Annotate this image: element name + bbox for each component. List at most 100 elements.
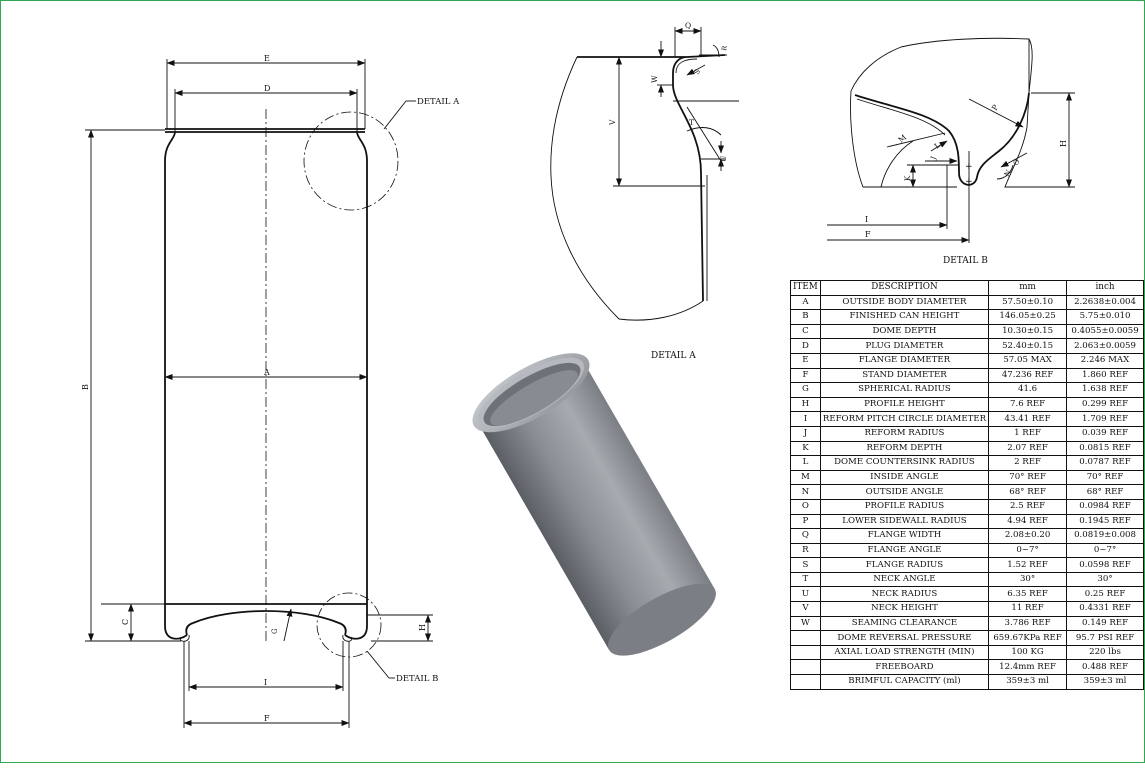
dim-label-e: E — [264, 54, 270, 63]
cell-inch: 2.063±0.0059 — [1066, 338, 1144, 354]
cell-description: DOME COUNTERSINK RADIUS — [819, 455, 990, 471]
cell-mm: 43.41 REF — [988, 411, 1068, 427]
cell-item: F — [790, 367, 821, 384]
cell-inch: 0.25 REF — [1066, 586, 1144, 603]
cell-mm: 1 REF — [988, 425, 1068, 442]
main-view: E D B A C G H I F DETAIL A DETAIL B — [81, 54, 460, 728]
detail-a-view: Q R S W V T U DETAIL A — [550, 21, 739, 361]
cell-mm: 10.30±0.15 — [988, 323, 1068, 340]
cell-item: D — [790, 338, 821, 354]
cell-inch: 68° REF — [1066, 484, 1144, 500]
cell-item: R — [790, 542, 821, 559]
cell-item: V — [790, 601, 821, 617]
cell-description: OUTSIDE BODY DIAMETER — [819, 294, 990, 311]
cell-inch: 5.75±0.010 — [1066, 309, 1144, 325]
cell-item — [790, 674, 821, 690]
cell-mm: 659.67KPa REF — [988, 630, 1068, 646]
cell-item: J — [790, 425, 821, 442]
cell-inch: 0~7° — [1066, 542, 1144, 559]
header-description: DESCRIPTION — [819, 280, 990, 296]
detail-b-label-m: M — [897, 132, 909, 144]
cell-mm: 2 REF — [988, 455, 1068, 471]
detail-b-break-outline — [850, 37, 1061, 188]
cell-item: M — [790, 469, 821, 486]
cell-description: REFORM RADIUS — [819, 425, 990, 442]
can-outline — [164, 128, 368, 640]
detail-b-label-p: P — [990, 103, 1000, 112]
detail-b-label-k: K — [904, 175, 912, 181]
cell-description: LOWER SIDEWALL RADIUS — [819, 513, 990, 530]
detail-b-label-f: F — [865, 230, 871, 239]
cell-mm: 100 KG — [988, 644, 1068, 661]
cell-item: Q — [790, 528, 821, 544]
detail-b-label-o: O — [1012, 158, 1022, 167]
detail-a-break-outline — [550, 56, 704, 321]
dim-label-h: H — [418, 624, 427, 631]
can-3d-render — [472, 353, 716, 656]
dim-label-i: I — [264, 678, 267, 687]
cell-item: G — [790, 382, 821, 398]
cell-item: O — [790, 498, 821, 515]
cell-description: REFORM PITCH CIRCLE DIAMETER — [819, 411, 990, 427]
cell-inch: 30° — [1066, 571, 1144, 588]
dim-label-c: C — [121, 619, 130, 625]
cell-mm: 3.786 REF — [988, 615, 1068, 632]
detail-b-label-i: I — [865, 215, 868, 224]
cell-mm: 2.5 REF — [988, 498, 1068, 515]
detail-a-label-s: S — [693, 68, 702, 76]
cell-item: H — [790, 396, 821, 413]
detail-a-label-q: Q — [685, 21, 691, 30]
cell-inch: 359±3 ml — [1066, 674, 1144, 690]
cell-inch: 0.0787 REF — [1066, 455, 1144, 471]
cell-description: DOME REVERSAL PRESSURE — [819, 630, 990, 646]
cell-mm: 6.35 REF — [988, 586, 1068, 603]
cell-inch: 0.039 REF — [1066, 425, 1144, 442]
cell-inch: 0.488 REF — [1066, 659, 1144, 676]
detail-a-label-r: R — [720, 44, 729, 51]
cell-inch: 1.638 REF — [1066, 382, 1144, 398]
cell-description: FLANGE ANGLE — [819, 542, 990, 559]
header-mm: mm — [988, 280, 1068, 296]
detail-b-label-n: N — [1003, 169, 1013, 178]
cell-inch: 0.4055±0.0059 — [1066, 323, 1144, 340]
cell-description: DOME DEPTH — [819, 323, 990, 340]
cell-description: FLANGE DIAMETER — [819, 352, 990, 369]
cell-item: E — [790, 352, 821, 369]
cell-description: NECK RADIUS — [819, 586, 990, 603]
dim-label-f: F — [264, 714, 270, 723]
detail-a-label-w: W — [650, 75, 659, 83]
cell-mm: 4.94 REF — [988, 513, 1068, 530]
cell-mm: 41.6 — [988, 382, 1068, 398]
detail-b-view: + + H P M L J K O N I F DETAIL — [827, 37, 1075, 266]
cell-description: NECK HEIGHT — [819, 601, 990, 617]
dim-label-b: B — [81, 384, 90, 390]
cell-description: FINISHED CAN HEIGHT — [819, 309, 990, 325]
cell-inch: 220 lbs — [1066, 644, 1144, 661]
cell-inch: 0.149 REF — [1066, 615, 1144, 632]
detail-a-label-u: U — [719, 156, 728, 162]
cell-description: PROFILE RADIUS — [819, 498, 990, 515]
dim-label-a: A — [263, 368, 270, 377]
detail-a-label-v: V — [608, 119, 617, 126]
cell-item: L — [790, 455, 821, 471]
header-inch: inch — [1066, 280, 1144, 296]
cell-mm: 2.08±0.20 — [988, 528, 1068, 544]
cell-mm: 57.50±0.10 — [988, 294, 1068, 311]
cell-mm: 11 REF — [988, 601, 1068, 617]
cell-item: B — [790, 309, 821, 325]
